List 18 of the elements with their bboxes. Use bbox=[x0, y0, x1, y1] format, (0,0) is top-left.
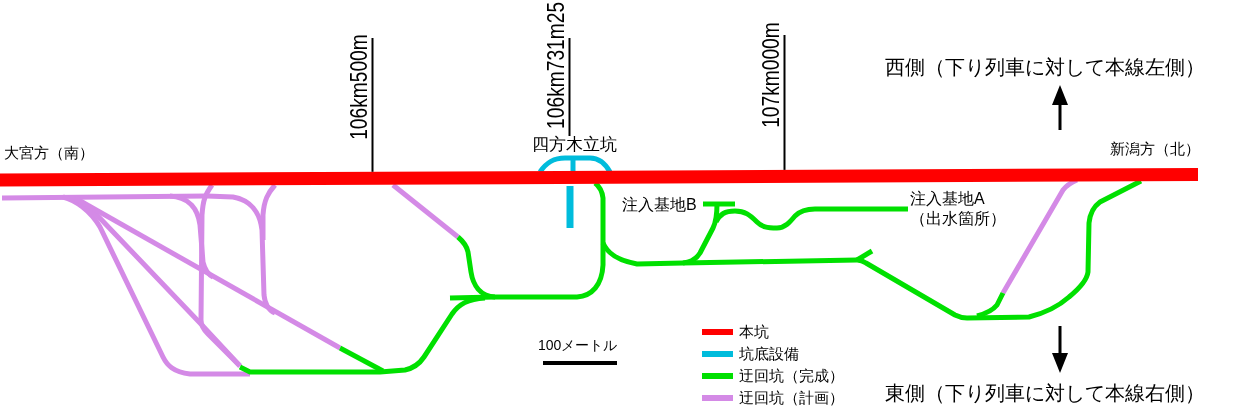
main-tunnel-line bbox=[0, 168, 1198, 187]
legend-label: 迂回坑（完成） bbox=[739, 368, 844, 384]
chainage-label: 107km000m bbox=[759, 22, 783, 128]
chainage-label: 106km731m25 bbox=[544, 1, 568, 129]
leader-line bbox=[568, 37, 571, 137]
legend-label: 坑底設備 bbox=[739, 346, 799, 362]
direction-label: 新潟方（北） bbox=[1110, 140, 1200, 158]
site-label: 注入基地A（出水箇所） bbox=[910, 189, 1007, 229]
leader-line bbox=[783, 34, 786, 171]
scale-label: 100メートル bbox=[538, 337, 618, 353]
direction-label: 西側（下り列車に対して本線左側） bbox=[885, 55, 1205, 79]
direction-label: 大宮方（南） bbox=[4, 144, 94, 162]
leader-line bbox=[371, 37, 374, 173]
chainage-label: 106km500m bbox=[347, 34, 371, 140]
legend-label: 本坑 bbox=[739, 324, 769, 340]
direction-label: 東側（下り列車に対して本線右側） bbox=[885, 381, 1205, 405]
shaft-label: 四方木立坑 bbox=[532, 136, 617, 154]
legend-label: 迂回坑（計画） bbox=[739, 390, 844, 406]
